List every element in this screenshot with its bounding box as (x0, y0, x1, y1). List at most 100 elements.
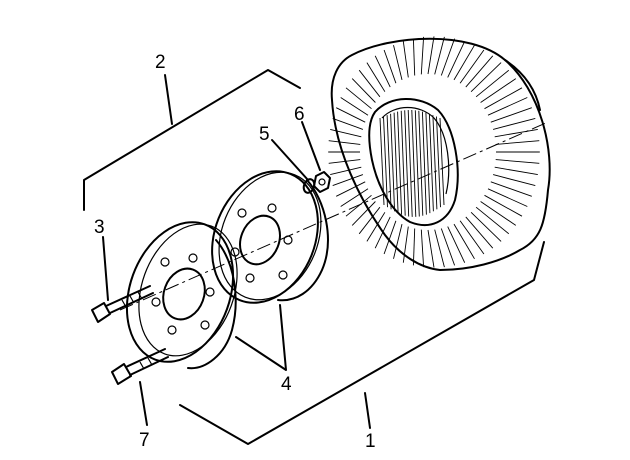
tread-line (494, 128, 538, 138)
callout-2: 2 (155, 52, 166, 73)
tire-tread-lines (328, 36, 540, 268)
tread-line (453, 223, 475, 260)
bore-line (432, 115, 438, 210)
tread-line (492, 117, 536, 130)
tread-line (366, 62, 386, 92)
tread-line (345, 87, 372, 110)
tread-line (470, 62, 502, 93)
bore-line (383, 116, 388, 208)
tread-line (374, 55, 391, 88)
tread-line (484, 87, 523, 110)
tread-line (402, 41, 409, 78)
bore-line (436, 116, 441, 208)
bore-line (379, 117, 385, 206)
tread-line (351, 201, 376, 226)
tread-line (332, 117, 364, 130)
callout-3: 3 (94, 217, 105, 238)
tread-line (440, 228, 456, 266)
tire (328, 36, 551, 271)
tread-line (484, 194, 523, 217)
tread-line (453, 44, 475, 81)
tread-line (330, 128, 362, 138)
tread-line (393, 45, 403, 81)
tread-line (465, 55, 494, 88)
tread-line (434, 36, 445, 75)
tread-line (351, 78, 376, 103)
tread-line (440, 38, 456, 76)
wheel-half-outer (125, 221, 238, 370)
bore-line (390, 113, 396, 212)
tread-line (470, 211, 502, 242)
tread-line (427, 229, 435, 268)
tread-line (412, 228, 416, 266)
tread-line (340, 97, 369, 116)
tread-line (475, 206, 510, 235)
axis-centerline (119, 121, 549, 311)
tread-line (332, 174, 364, 187)
tire-bore-lines (379, 109, 445, 217)
tread-line (335, 181, 366, 197)
callout-7: 7 (139, 430, 150, 451)
bore-line (439, 117, 445, 206)
tread-line (447, 226, 466, 263)
callout-4: 4 (281, 374, 292, 395)
bracket-wheel-assembly (83, 69, 301, 211)
tread-line (412, 38, 416, 76)
tread-line (465, 216, 494, 249)
bracket-tire-assembly (179, 241, 545, 445)
bore-line (393, 112, 399, 214)
tread-line (495, 140, 540, 145)
tread-line (420, 229, 425, 268)
lock-washer (302, 178, 316, 194)
tread-line (487, 188, 528, 207)
bore-line (418, 110, 424, 216)
tread-line (480, 201, 517, 226)
tread-line (480, 78, 517, 103)
tread-line (402, 226, 409, 263)
bore-line (397, 111, 403, 215)
bolt-upper (91, 285, 154, 323)
tread-line (358, 69, 381, 98)
tread-line (358, 206, 381, 235)
bore-line (425, 112, 431, 214)
tread-line (335, 107, 366, 123)
tread-line (345, 194, 372, 217)
tread-line (374, 216, 391, 249)
tread-line (328, 159, 361, 164)
callout-5: 5 (259, 124, 270, 145)
tread-line (490, 181, 532, 197)
tread-line (494, 166, 538, 176)
bore-line (386, 115, 392, 210)
callout-6: 6 (294, 104, 305, 125)
tread-line (475, 69, 510, 98)
tread-line (492, 174, 536, 187)
callout-1: 1 (365, 431, 376, 452)
tread-line (383, 49, 397, 84)
tread-line (434, 229, 445, 268)
tread-line (393, 223, 403, 259)
tread-line (328, 140, 361, 145)
bore-line (407, 109, 413, 217)
tread-line (383, 220, 397, 255)
bore-line (421, 111, 427, 215)
tread-line (427, 36, 435, 75)
tread-line (459, 49, 485, 84)
bore-line (411, 109, 417, 217)
bore-line (404, 110, 410, 217)
bore-line (428, 113, 434, 212)
tread-line (366, 212, 386, 242)
tread-line (495, 159, 540, 164)
bolt-lower (111, 348, 169, 385)
tread-line (447, 41, 466, 78)
tread-line (420, 36, 425, 75)
nut (313, 171, 331, 193)
tread-line (490, 107, 532, 123)
tread-line (459, 220, 485, 255)
bore-line (400, 110, 406, 216)
tread-line (487, 97, 528, 116)
tread-line (340, 188, 369, 207)
tread-line (330, 166, 362, 176)
wheel-half-inner (211, 170, 329, 304)
bore-line (414, 110, 420, 217)
